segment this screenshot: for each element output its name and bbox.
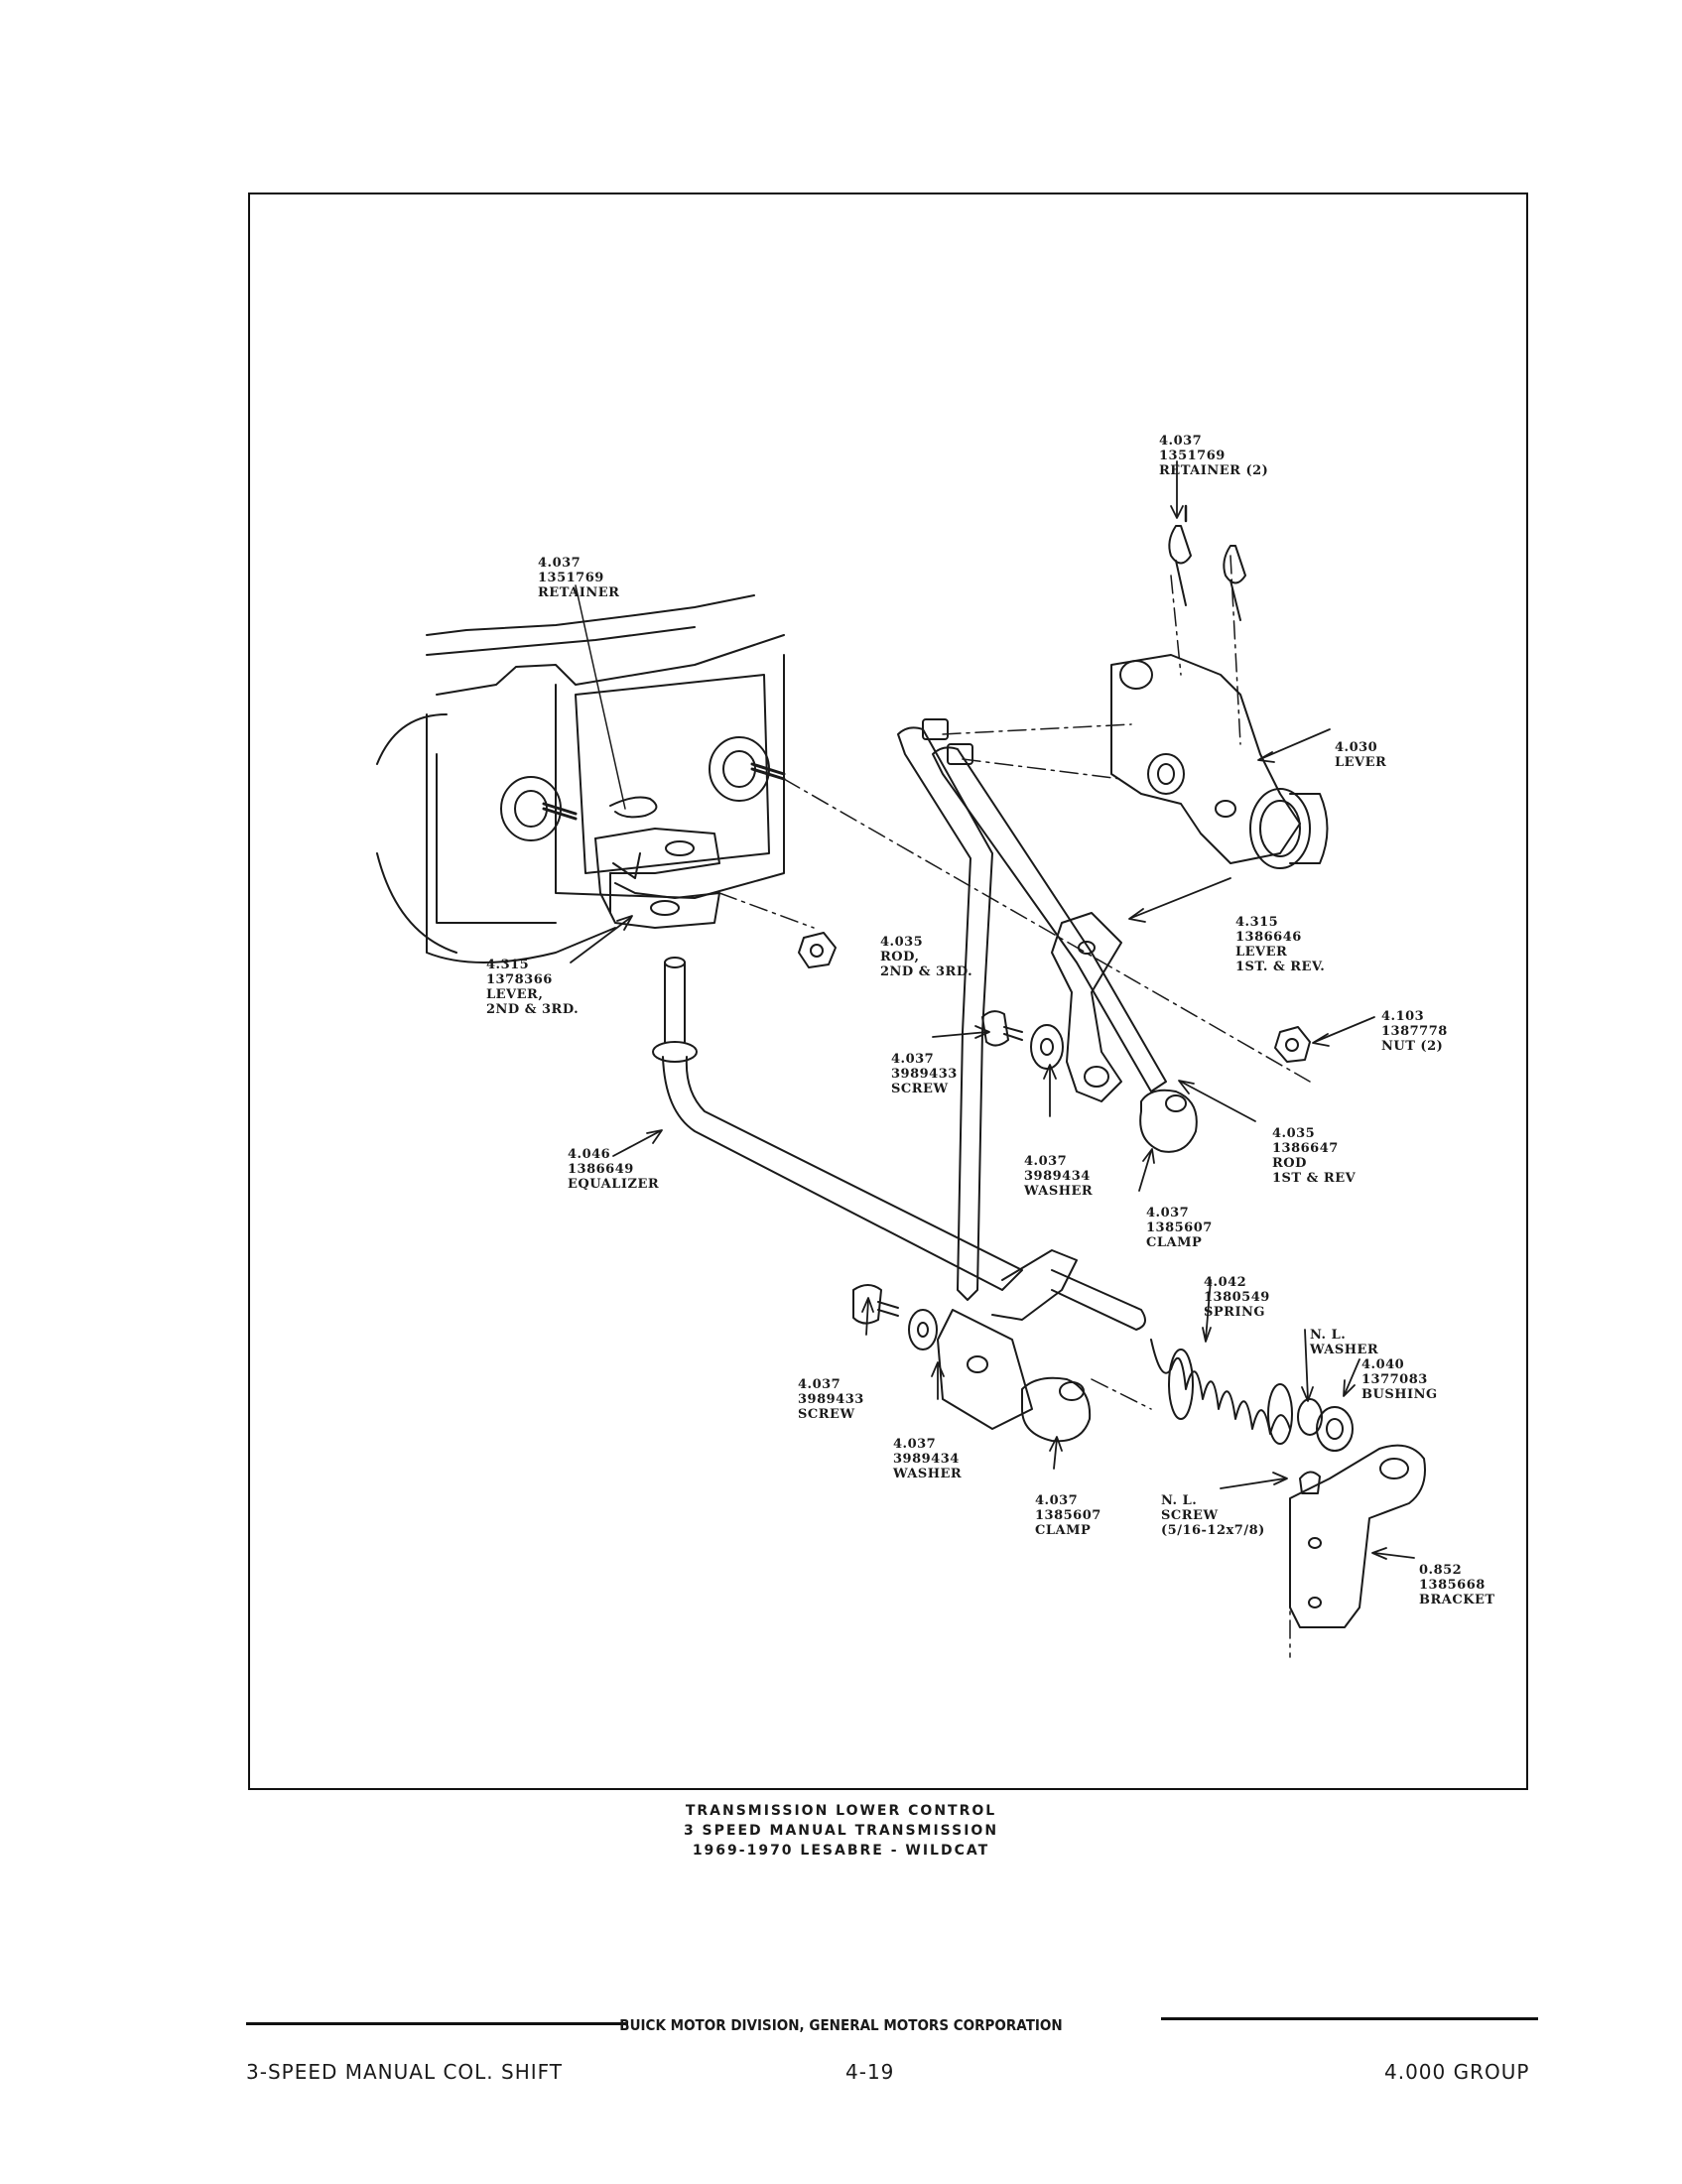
clamp-lower	[1021, 1376, 1092, 1443]
caption-line-2: 3 SPEED MANUAL TRANSMISSION	[683, 1823, 999, 1839]
footer-publisher: BUICK MOTOR DIVISION, GENERAL MOTORS COR…	[619, 2016, 1063, 2034]
footer-section: 3-SPEED MANUAL COL. SHIFT	[246, 2060, 564, 2084]
retainer-clips-right	[1168, 504, 1246, 621]
bracket	[1289, 1444, 1426, 1628]
equalizer	[652, 957, 1146, 1430]
footer-rule-left	[246, 2022, 628, 2025]
retainer-clip-left	[575, 584, 658, 819]
rods	[897, 718, 1167, 1301]
callout-nl-washer: N. L.WASHER	[1310, 1328, 1379, 1357]
screw-washer-middle	[981, 1010, 1064, 1070]
leader-arrows	[570, 460, 1415, 1560]
nut-left	[798, 932, 837, 968]
lever-2nd-3rd	[594, 828, 720, 929]
footer-page-number: 4-19	[845, 2060, 895, 2084]
lever-upper	[1110, 654, 1329, 869]
washer-bushing	[1297, 1398, 1354, 1452]
clamp-upper	[1139, 1089, 1198, 1153]
lever-1st-rev	[1051, 912, 1122, 1102]
nut-right	[1274, 1026, 1311, 1063]
caption-line-1: TRANSMISSION LOWER CONTROL	[685, 1803, 997, 1819]
illustration-frame	[248, 193, 1528, 1790]
caption-line-3: 1969-1970 LESABRE - WILDCAT	[692, 1843, 990, 1859]
figure-caption: TRANSMISSION LOWER CONTROL 3 SPEED MANUA…	[0, 1801, 1682, 1861]
transmission-case	[376, 594, 786, 964]
callout-nl-screw: N. L.SCREW(5/16-12x7/8)	[1161, 1493, 1265, 1538]
footer-rule-right	[1161, 2017, 1538, 2020]
screw-washer-lower	[852, 1284, 938, 1350]
spring	[1150, 1339, 1293, 1445]
footer-group: 4.000 GROUP	[1384, 2060, 1530, 2084]
